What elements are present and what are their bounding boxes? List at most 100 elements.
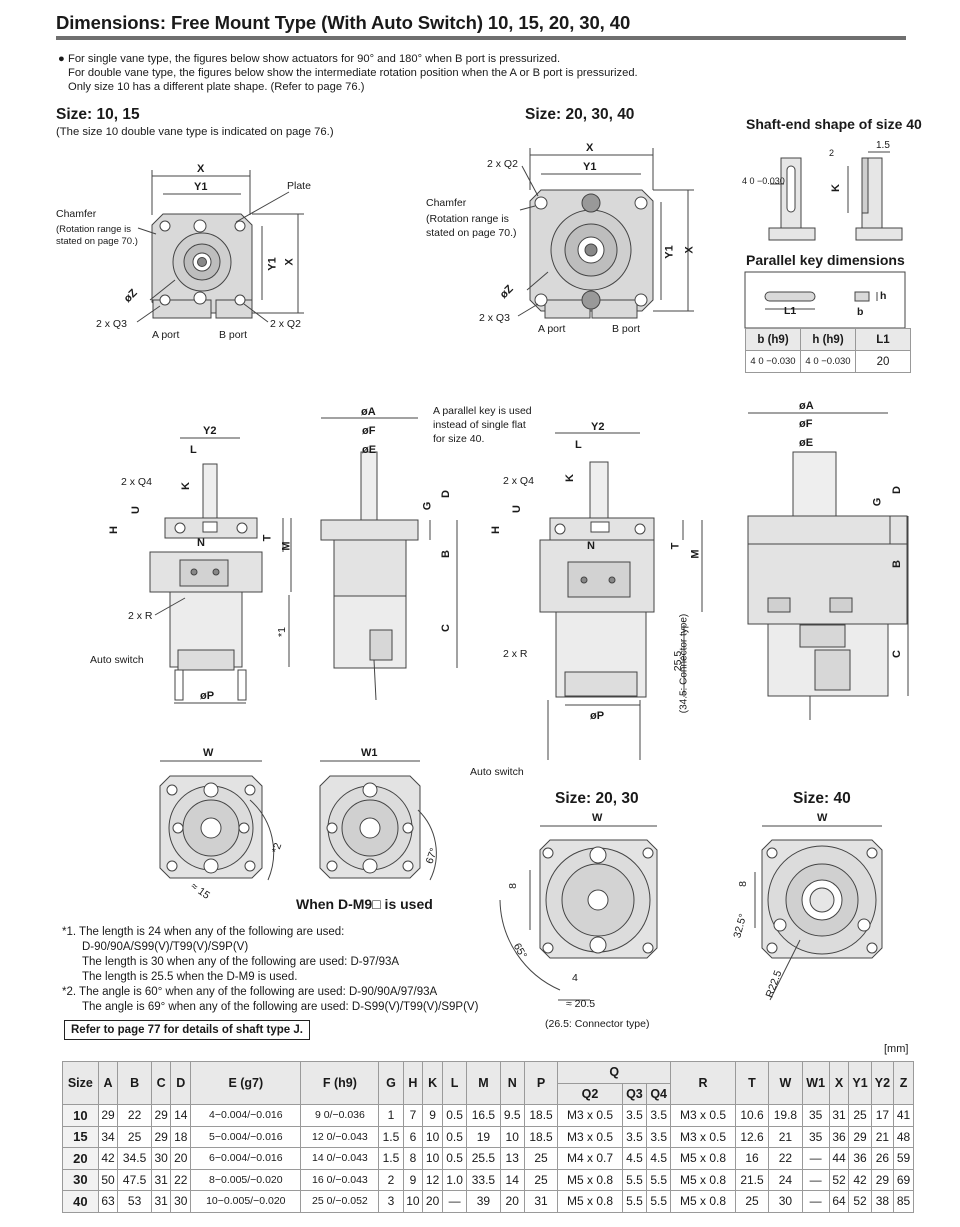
dim-p-small: øP xyxy=(200,690,215,702)
key-note-1: A parallel key is used xyxy=(433,405,532,417)
table-cell: 3.5 xyxy=(621,1125,648,1148)
table-cell: 85 xyxy=(893,1190,914,1213)
th-c: C xyxy=(150,1061,172,1105)
table-cell: 20 xyxy=(170,1147,192,1170)
footnote-4: The length is 25.5 when the D-M9 is used… xyxy=(82,971,298,983)
table-cell: 29 xyxy=(97,1104,119,1127)
dim-8b-label: 8 xyxy=(736,881,749,887)
th-y2: Y2 xyxy=(870,1061,895,1105)
table-cell: 16 0/−0.043 xyxy=(300,1168,380,1191)
table-cell: 9 0/−0.036 xyxy=(300,1104,380,1127)
table-cell: 69 xyxy=(893,1168,914,1191)
dim-x-label-large: X xyxy=(586,142,594,154)
th-q4: Q4 xyxy=(646,1082,672,1105)
table-cell: M3 x 0.5 xyxy=(557,1104,623,1127)
table-cell: 34.5 xyxy=(117,1147,152,1170)
pk-header-h: h (h9) xyxy=(800,328,856,351)
note-2: For double vane type, the figures below … xyxy=(68,67,638,79)
table-cell: — xyxy=(801,1147,830,1170)
ref-note: Refer to page 77 for details of shaft ty… xyxy=(64,1020,310,1040)
dim-e-large: øE xyxy=(799,437,814,449)
r-label-large: 2 x R xyxy=(503,648,528,660)
table-cell: 52 xyxy=(828,1168,850,1191)
dim-p-large: øP xyxy=(590,710,605,722)
table-cell: 53 xyxy=(117,1190,152,1213)
table-cell: 5−0.004/−0.016 xyxy=(190,1125,302,1148)
table-cell: 9 xyxy=(402,1168,424,1191)
th-x: X xyxy=(828,1061,850,1105)
table-cell: 12 0/−0.043 xyxy=(300,1125,380,1148)
pk-b-label: b xyxy=(857,306,864,318)
footnote-1: *1. The length is 24 when any of the fol… xyxy=(62,926,345,938)
table-cell: 14 0/−0.043 xyxy=(300,1147,380,1170)
title-rule xyxy=(56,36,906,40)
size-small-subtitle: (The size 10 double vane type is indicat… xyxy=(56,126,334,138)
dim-20-5-label: ≈ 20.5 xyxy=(566,998,596,1010)
table-cell: 29 xyxy=(150,1125,172,1148)
size-large-title: Size: 20, 30, 40 xyxy=(525,106,635,123)
dim-a-small: øA xyxy=(361,406,376,418)
rotation-note-2: stated on page 70.) xyxy=(56,236,138,247)
table-cell: 59 xyxy=(893,1147,914,1170)
table-cell: 63 xyxy=(97,1190,119,1213)
dim-8a-label: 8 xyxy=(506,883,519,889)
table-size-cell: 10 xyxy=(62,1104,99,1127)
table-cell: 36 xyxy=(848,1147,872,1170)
table-cell: 3 xyxy=(378,1190,404,1213)
dim-w-2030: W xyxy=(592,812,603,824)
chamfer-label: Chamfer xyxy=(56,208,97,220)
table-cell: 64 xyxy=(828,1190,850,1213)
table-cell: M5 x 0.8 xyxy=(557,1190,623,1213)
pk-cell-l1: 20 xyxy=(855,350,911,373)
dim-f-large: øF xyxy=(799,418,813,430)
key-note-2: instead of single flat xyxy=(433,419,526,431)
table-size-cell: 30 xyxy=(62,1168,99,1191)
rotation-note-2-large: stated on page 70.) xyxy=(426,227,517,239)
key-note-3: for size 40. xyxy=(433,433,485,445)
table-cell: 1 xyxy=(378,1104,404,1127)
table-cell: M5 x 0.8 xyxy=(670,1147,736,1170)
table-cell: 12.6 xyxy=(734,1125,770,1148)
when-dm9-label: When D-M9□ is used xyxy=(296,896,433,912)
spec-table: Size A B C D E (g7) F (h9) G H K L M N P… xyxy=(62,1061,914,1213)
rotation-note-1: (Rotation range is xyxy=(56,224,131,235)
table-cell: 19.8 xyxy=(768,1104,803,1127)
table-cell: 29 xyxy=(848,1125,872,1148)
table-cell: 3.5 xyxy=(621,1104,648,1127)
table-cell: 41 xyxy=(893,1104,914,1127)
table-cell: 19 xyxy=(466,1125,501,1148)
table-cell: 16 xyxy=(734,1147,770,1170)
table-cell: 25 0/−0.052 xyxy=(300,1190,380,1213)
table-cell: 9.5 xyxy=(499,1104,525,1127)
note-1: For single vane type, the figures below … xyxy=(68,53,561,65)
parallel-key-table: b (h9) h (h9) L1 4 0 −0.030 4 0 −0.030 2… xyxy=(745,328,911,373)
th-y1: Y1 xyxy=(848,1061,872,1105)
chamfer-label-large: Chamfer xyxy=(426,197,467,209)
dim-y2-small: Y2 xyxy=(203,425,217,437)
dim-w-40: W xyxy=(817,812,828,824)
table-cell: 18.5 xyxy=(523,1125,559,1148)
table-cell: 39 xyxy=(466,1190,501,1213)
table-cell: 5.5 xyxy=(621,1190,648,1213)
table-cell: 31 xyxy=(828,1104,850,1127)
table-cell: 31 xyxy=(523,1190,559,1213)
q3-label: 2 x Q3 xyxy=(96,318,127,330)
table-cell: 34 xyxy=(97,1125,119,1148)
table-cell: 38 xyxy=(870,1190,895,1213)
table-cell: 0.5 xyxy=(441,1125,468,1148)
table-cell: 1.0 xyxy=(441,1168,468,1191)
table-cell: 0.5 xyxy=(441,1104,468,1127)
table-cell: 16.5 xyxy=(466,1104,501,1127)
dim-l-small: L xyxy=(190,444,197,456)
table-cell: 6−0.004/−0.016 xyxy=(190,1147,302,1170)
table-cell: 13 xyxy=(499,1147,525,1170)
table-cell: 30 xyxy=(150,1147,172,1170)
footnote-6: The angle is 69° when any of the followi… xyxy=(82,1001,479,1013)
table-cell: 6 xyxy=(402,1125,424,1148)
a-port-label-large: A port xyxy=(538,323,566,335)
r-label-small: 2 x R xyxy=(128,610,153,622)
